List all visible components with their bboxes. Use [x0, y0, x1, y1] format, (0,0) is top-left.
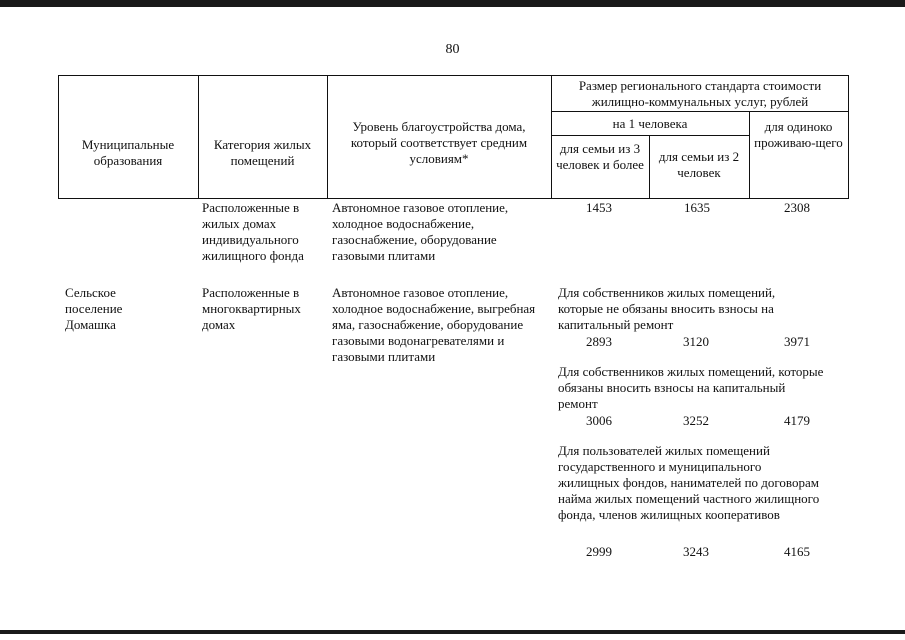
group1-family3: 2893: [586, 334, 612, 349]
col-divider-5: [749, 111, 750, 198]
header-bottom-border: [58, 198, 849, 199]
group3-single: 4165: [784, 544, 810, 559]
group2-single: 4179: [784, 413, 810, 428]
size-group-divider: [551, 111, 849, 112]
page-number: 80: [445, 42, 460, 57]
group3-family2: 3243: [683, 544, 709, 559]
header-family3: для семьи из 3 человек и более: [556, 141, 644, 172]
header-single: для одиноко проживаю-щего: [754, 119, 843, 150]
row1-level: Автономное газовое отопление, холодное в…: [332, 200, 509, 263]
row2-category: Расположенные в многоквартирных домах: [202, 285, 301, 332]
row2-level: Автономное газовое отопление, холодное в…: [332, 285, 536, 364]
group2-family2: 3252: [683, 413, 709, 428]
col-divider-4: [649, 135, 650, 198]
row1-family2: 1635: [684, 200, 710, 215]
header-size-group: Размер регионального стандарта стоимости…: [578, 78, 822, 109]
table-top-border: [58, 75, 849, 76]
group1-family2: 3120: [683, 334, 709, 349]
municipality-name: Сельское поселение Домашка: [65, 285, 123, 332]
group2-family3: 3006: [586, 413, 612, 428]
border-right: [848, 75, 849, 198]
row1-category: Расположенные в жилых домах индивидуальн…: [202, 200, 304, 263]
header-per-person: на 1 человека: [612, 116, 688, 131]
border-left: [58, 75, 59, 198]
scan-bottom-border: [0, 630, 905, 634]
group3-note: Для пользователей жилых помещений госуда…: [558, 443, 820, 522]
group3-family3: 2999: [586, 544, 612, 559]
col-divider-3: [551, 75, 552, 198]
group2-note: Для собственников жилых помещений, котор…: [558, 364, 824, 411]
col-divider-1: [198, 75, 199, 198]
header-level: Уровень благоустройства дома, который со…: [350, 119, 528, 166]
header-family2: для семьи из 2 человек: [658, 149, 740, 180]
group1-note: Для собственников жилых помещений, котор…: [558, 285, 776, 332]
group1-single: 3971: [784, 334, 810, 349]
per-person-divider: [551, 135, 749, 136]
col-divider-2: [327, 75, 328, 198]
row1-family3: 1453: [586, 200, 612, 215]
row1-single: 2308: [784, 200, 810, 215]
header-municipality: Муниципальные образования: [81, 137, 175, 168]
header-category: Категория жилых помещений: [213, 137, 312, 168]
scan-top-border: [0, 0, 905, 7]
